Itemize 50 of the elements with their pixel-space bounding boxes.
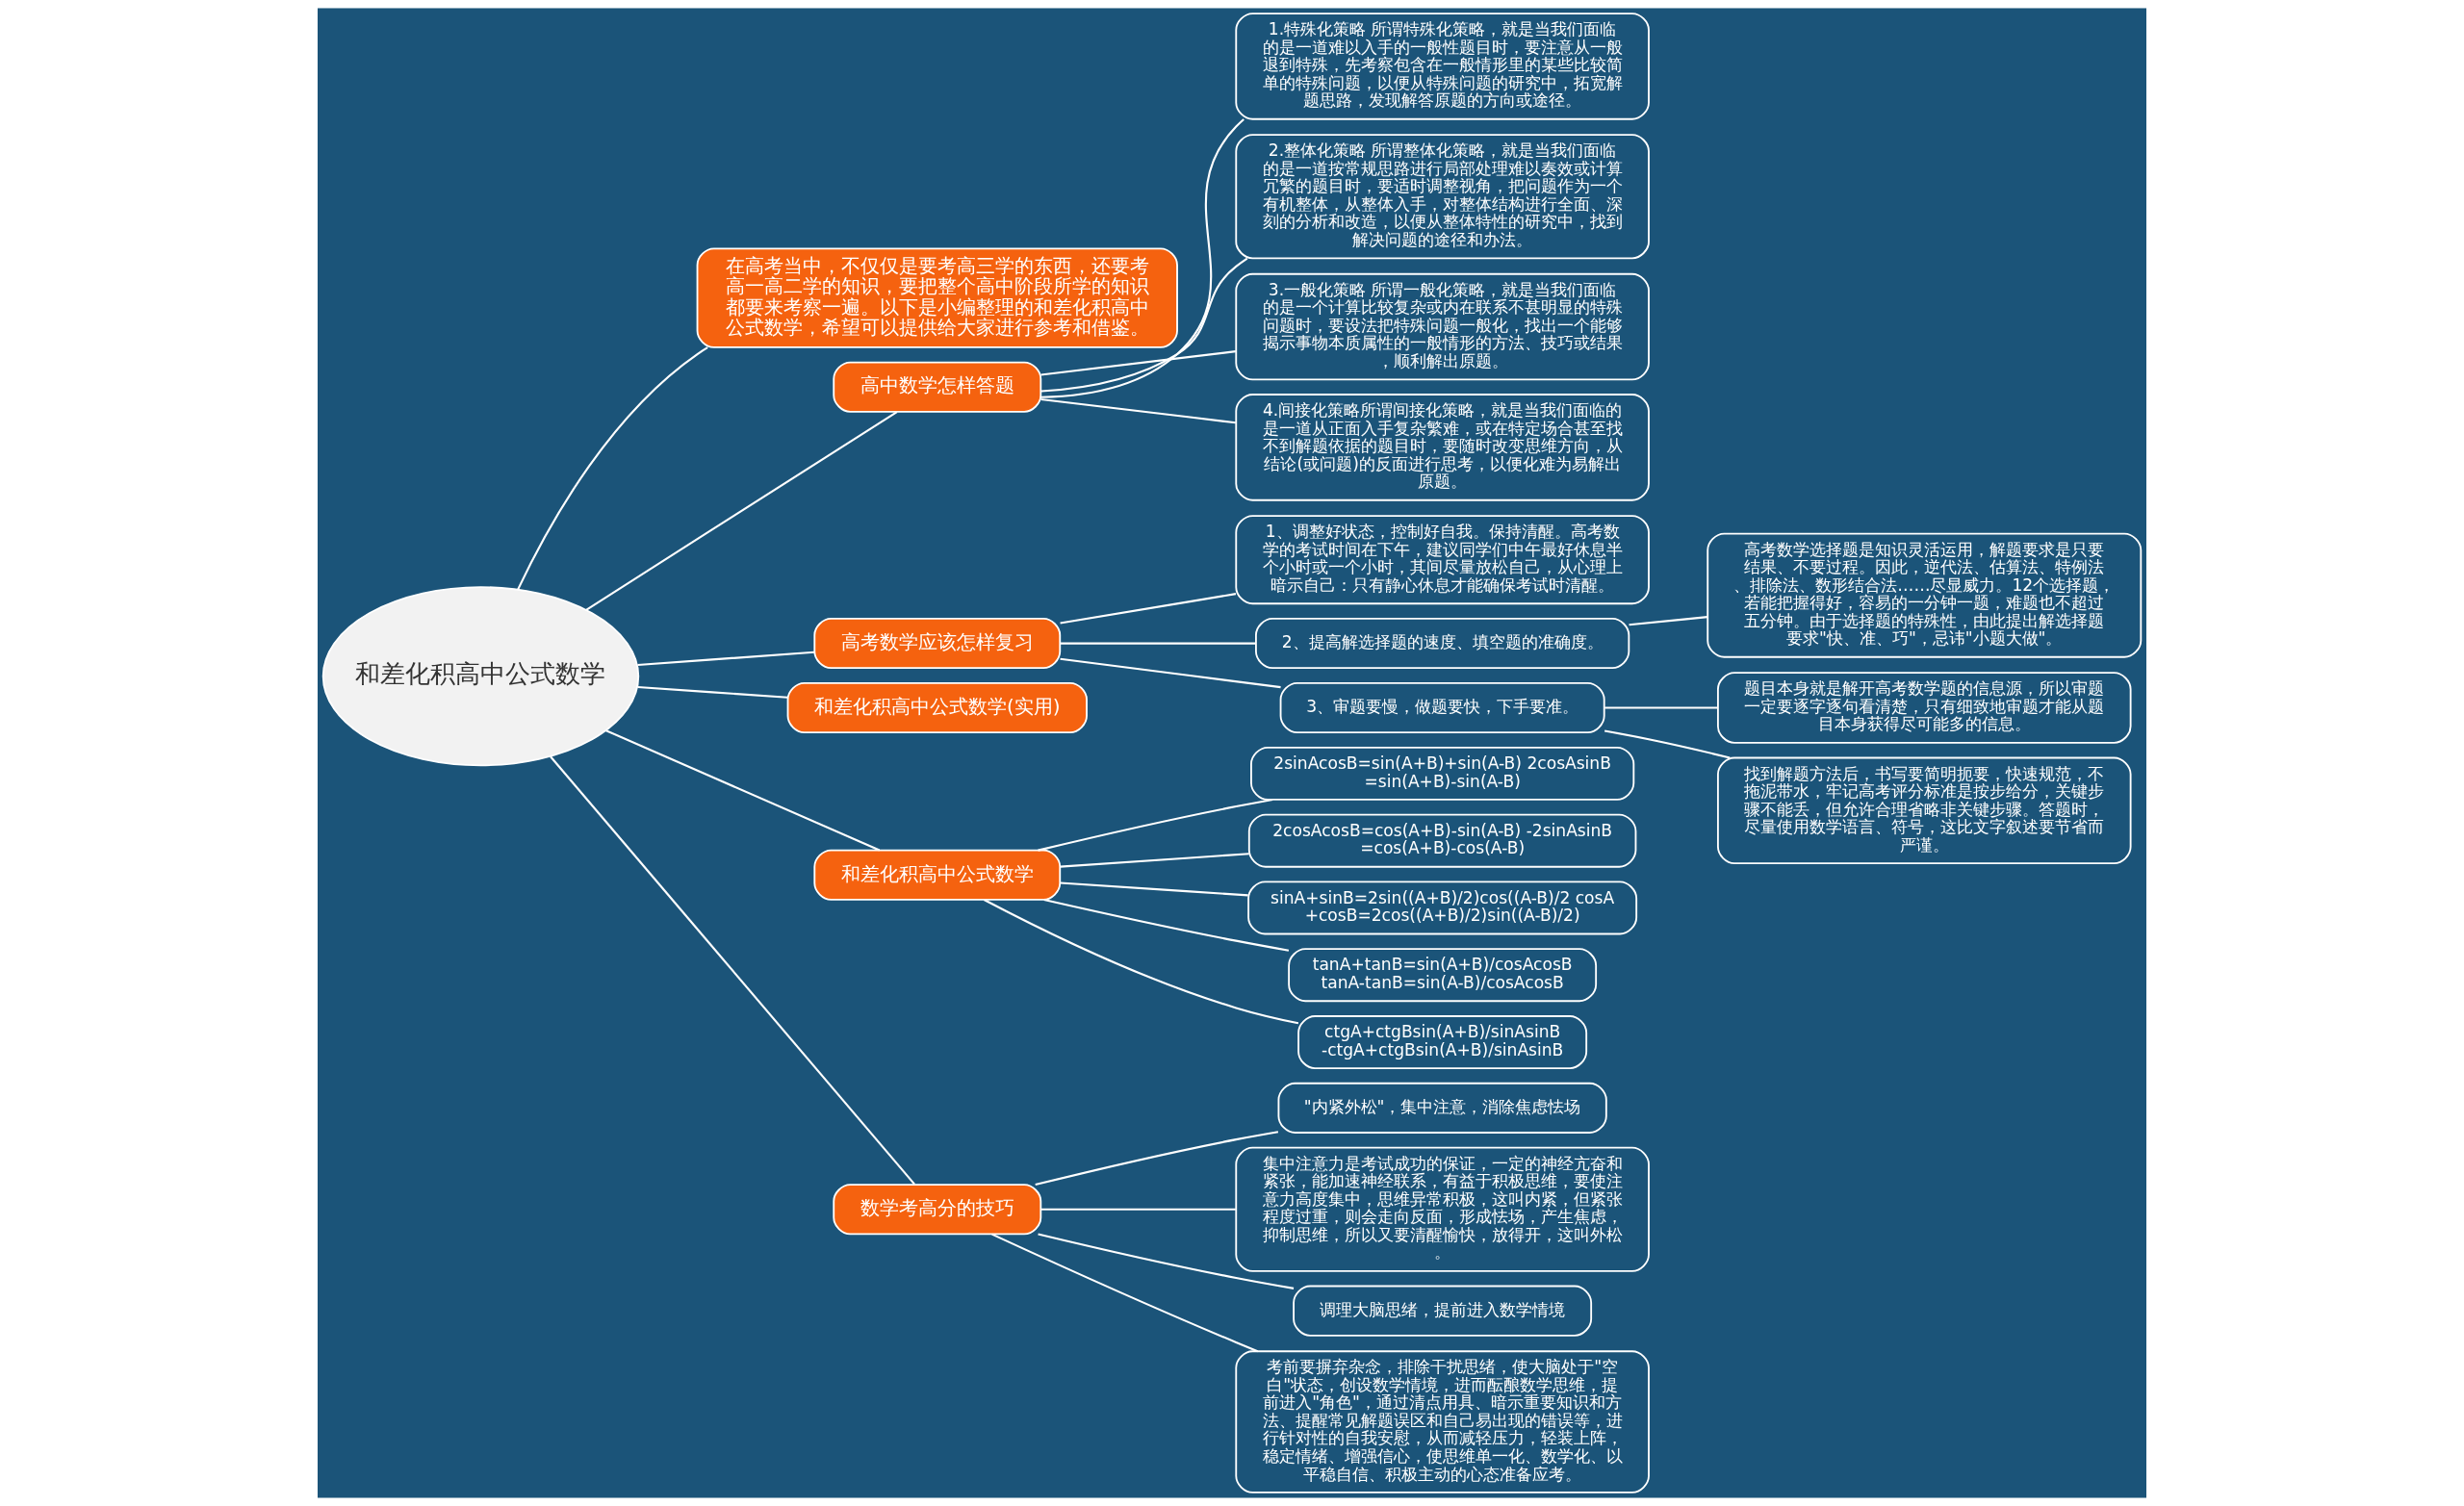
node-box: 找到解题方法后，书写要简明扼要，快速规范，不拖泥带水，牢记高考评分标准是按步给分，关键步骤不能丢，但允许合理省略非关键步骤。答题时，尽量使用数学语言、符号，这比文字叙述要节省而严谨。 — [1717, 756, 2132, 865]
connector — [1035, 1131, 1279, 1187]
connector — [1060, 642, 1256, 645]
node-box: 和差化积高中公式数学 — [813, 849, 1062, 901]
node-box: 高考数学应该怎样复习 — [813, 618, 1062, 670]
node-box: 2、提高解选择题的速度、填空题的准确度。 — [1255, 618, 1630, 670]
node-box: 2.整体化策略 所谓整体化策略，就是当我们面临的是一道按常规思路进行局部处理难以奏效或计算冗繁的题目时，要适时调整视角，把问题作为一个有机整体，从整体入手，对整体结构进行全面、深刻的分析和改造，以便从整体特性的研究中，找到解决问题的途径和办法。 — [1235, 134, 1650, 260]
node-box: 3.一般化策略 所谓一般化策略，就是当我们面临的是一个计算比较复杂或内在联系不甚明显的特殊问题时，要设法把特殊问题一般化，找出一个能够揭示事物本质属性的一般情形的方法、技巧或结果，顺利解出原题。 — [1235, 272, 1650, 381]
connector — [1604, 729, 1731, 759]
connector — [1060, 881, 1248, 897]
node-box: 在高考当中，不仅仅是要考高三学的东西，还要考高一高二学的知识，要把整个高中阶段所学的知识都要来考察一遍。以下是小编整理的和差化积高中公式数学，希望可以提供给大家进行参考和借鉴。 — [696, 247, 1178, 348]
node-box: 高中数学怎样答题 — [833, 361, 1042, 413]
node-box: 1.特殊化策略 所谓特殊化策略，就是当我们面临的是一道难以入手的一般性题目时，要注意从一般退到特殊，先考察包含在一般情形里的某些比较简单的特殊问题，以便从特殊问题的研究中，拓宽解题思路，发现解答原题的方向或途径。 — [1235, 13, 1650, 120]
node-box: "内紧外松"，集中注意，消除焦虑怯场 — [1277, 1082, 1607, 1134]
connector — [605, 729, 881, 852]
connector — [585, 411, 898, 611]
node-box: 题目本身就是解开高考数学题的信息源，所以审题一定要逐字逐句看清楚，只有细致地审题才能从题目本身获得尽可能多的信息。 — [1717, 672, 2132, 744]
connector — [991, 1233, 1259, 1353]
node-box: 高考数学选择题是知识灵活运用，解题要求是只要结果、不要过程。因此，逆代法、估算法、特例法、排除法、数形结合法……尽显威力。12个选择题，若能把握得好，容易的一分钟一题，难题也不超过五分钟。由于选择题的特殊性，由此提出解选择题要求"快、准、巧"，忌讳"小题大做"。 — [1707, 532, 2143, 658]
connector — [1604, 706, 1718, 709]
connector — [1629, 616, 1708, 626]
connector — [983, 899, 1299, 1025]
node-box: ctgA+ctgBsin(A+B)/sinAsinB -ctgA+ctgBsin(A+B)/sinAsinB — [1297, 1015, 1588, 1069]
node-box: 3、审题要慢，做题要快，下手要准。 — [1279, 681, 1605, 734]
node-box: 2cosAcosB=cos(A+B)-sin(A-B) -2sinAsinB =cos(A+B)-cos(A-B) — [1247, 813, 1637, 868]
node-box: 考前要摒弃杂念，排除干扰思绪，使大脑处于"空白"状态，创设数学情境，进而酝酿数学思维，提前进入"角色"，通过清点用具、暗示重要知识和方法、提醒常见解题误区和自己易出现的错误等，进行针对性的自我安慰，从而减轻压力，轻装上阵，稳定情绪、增强信心，使思维单一化、数学化、以平稳自信、积极主动的心态准备应考。 — [1235, 1350, 1650, 1493]
node-box: 和差化积高中公式数学(实用) — [786, 681, 1088, 734]
node-box: 集中注意力是考试成功的保证，一定的神经亢奋和紧张，能加速神经联系，有益于积极思维，要使注意力高度集中，思维异常积极，这叫内紧，但紧张程度过重，则会走向反面，形成怯场，产生焦虑，抑制思维，所以又要清醒愉快，放得开，这叫外松。 — [1235, 1146, 1650, 1272]
connector — [550, 755, 915, 1186]
node-box: 调理大脑思绪，提前进入数学情境 — [1293, 1285, 1593, 1337]
connector — [1038, 1233, 1295, 1289]
node-box: 数学考高分的技巧 — [833, 1184, 1042, 1236]
node-box: 1、调整好状态，控制好自我。保持清醒。高考数学的考试时间在下午，建议同学们中午最好休息半个小时或一个小时，其间尽量放松自己，从心理上暗示自己：只有静心休息才能确保考试时清醒。 — [1235, 515, 1650, 605]
connector — [1040, 350, 1236, 376]
connector — [517, 346, 708, 591]
connector — [1060, 853, 1249, 868]
connector — [637, 685, 788, 699]
connector — [1040, 397, 1236, 424]
node-ellipse: 和差化积高中公式数学 — [321, 586, 640, 767]
connector — [1040, 1208, 1236, 1211]
connector — [1043, 898, 1290, 952]
connector — [1040, 257, 1248, 393]
node-box: 4.间接化策略所谓间接化策略，就是当我们面临的是一道从正面入手复杂繁难，或在特定场合甚至找不到解题依据的题目时，要随时改变思维方向，从结论(或问题)的反面进行思考，以便化难为易解出原题。 — [1235, 394, 1650, 501]
node-box: tanA+tanB=sin(A+B)/cosAcosB tanA-tanB=sin(A-B)/cosAcosB — [1288, 948, 1598, 1003]
connector — [637, 651, 815, 667]
node-box: 2sinAcosB=sin(A+B)+sin(A-B) 2cosAsinB =sin(A+B)-sin(A-B) — [1250, 746, 1635, 801]
connector — [1060, 657, 1281, 689]
connector — [1060, 593, 1237, 625]
connector — [1040, 118, 1245, 398]
node-box: sinA+sinB=2sin((A+B)/2)cos((A-B)/2 cosA +cosB=2cos((A+B)/2)sin((A-B)/2) — [1247, 881, 1638, 935]
